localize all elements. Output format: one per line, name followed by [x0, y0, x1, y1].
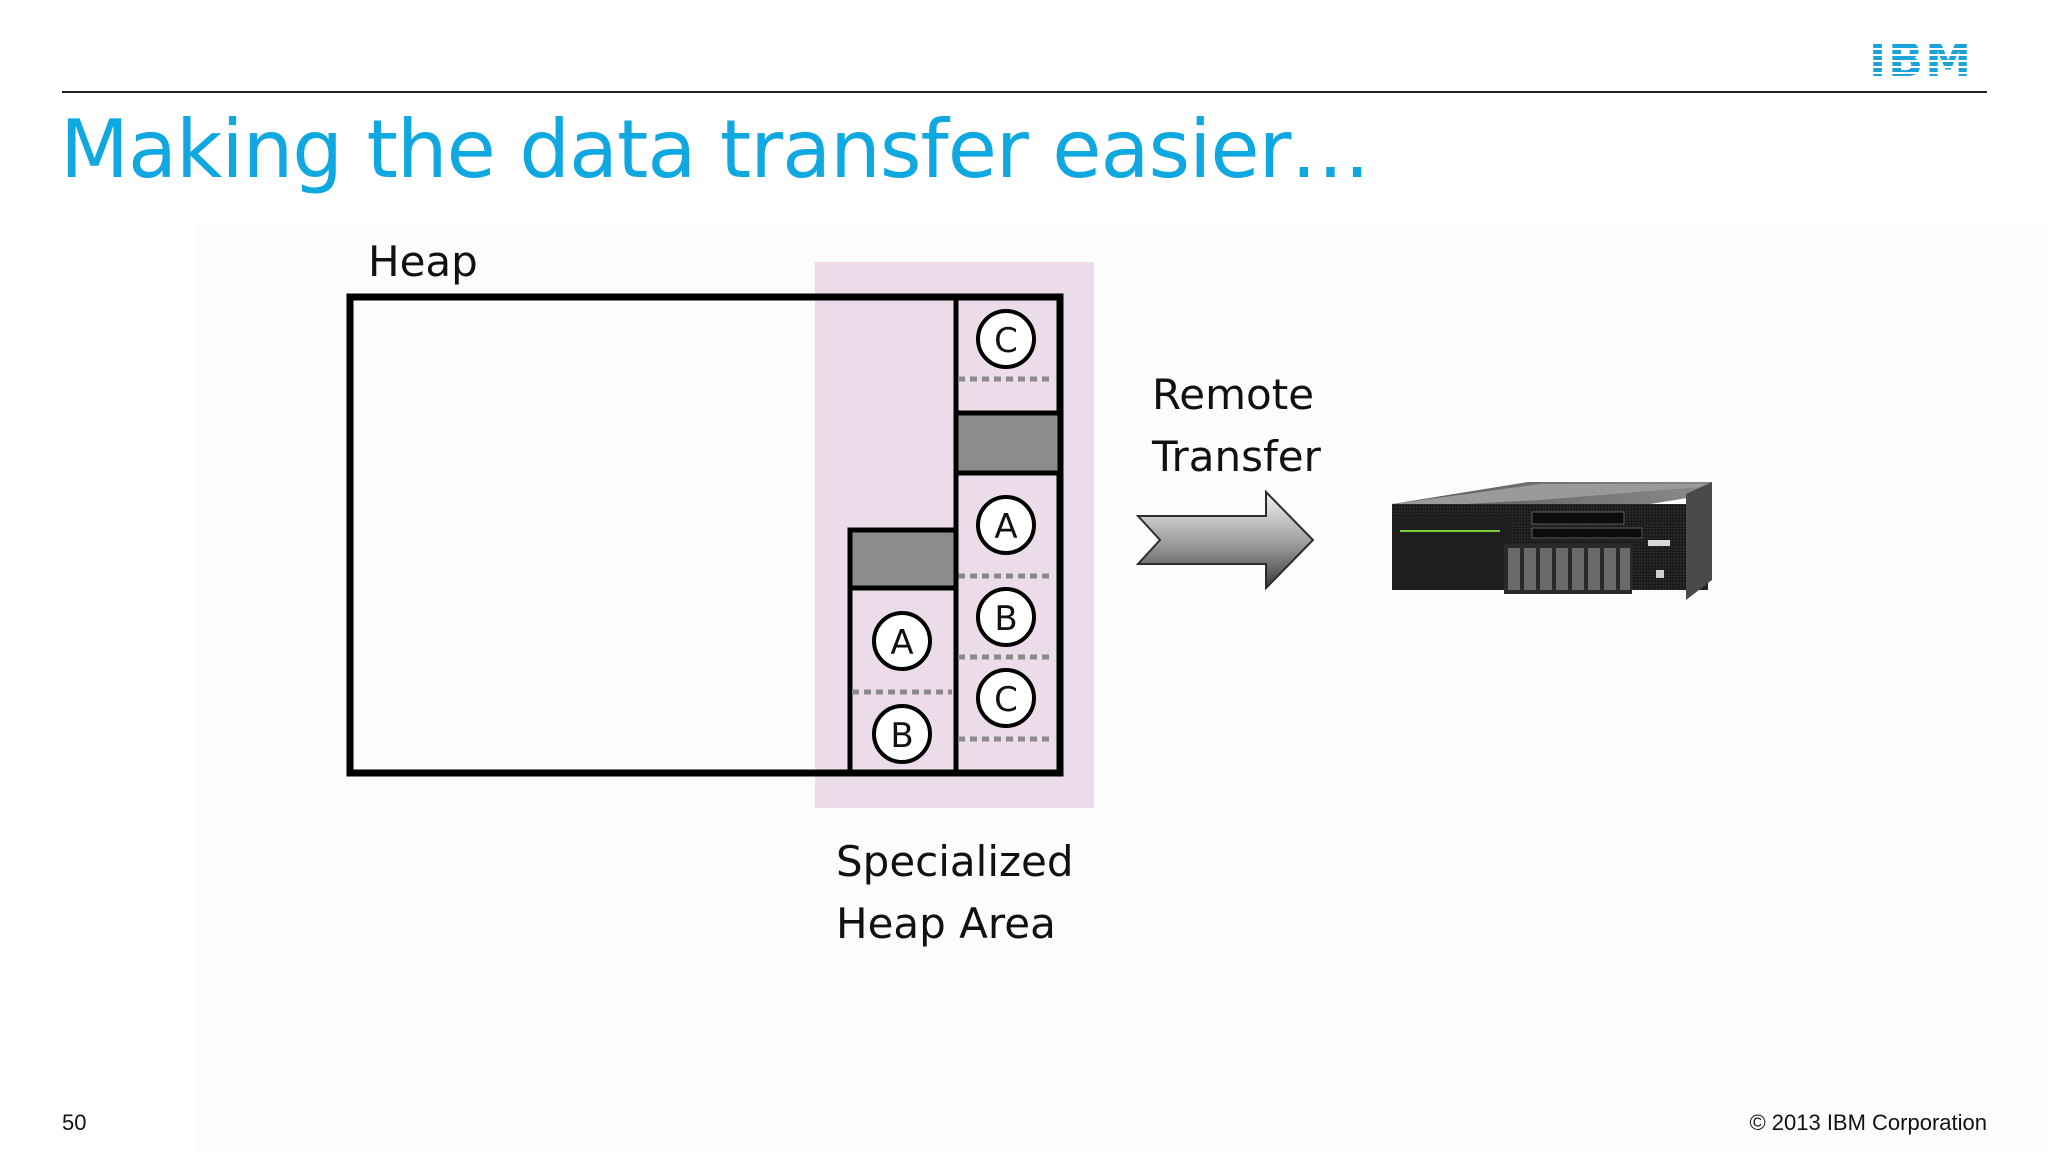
object-label: A — [994, 507, 1017, 547]
slide-number: 50 — [62, 1110, 87, 1135]
remote-transfer-label-line2: Transfer — [1151, 432, 1322, 481]
copyright-notice: © 2013 IBM Corporation — [1749, 1110, 1987, 1135]
ibm-logo-text: IBM — [1869, 38, 1973, 80]
heap-label: Heap — [368, 237, 478, 286]
ibm-logo: IBM — [1869, 38, 1973, 80]
left-separator-block — [847, 527, 959, 591]
rack-server-icon — [1392, 482, 1712, 600]
header-divider — [62, 91, 1987, 93]
content-background — [195, 222, 2048, 1152]
object-label: A — [890, 623, 913, 663]
object-circle-a: A — [872, 611, 932, 671]
arrow-right-icon — [1135, 489, 1315, 591]
object-circle-a: A — [976, 495, 1036, 555]
object-label: C — [994, 321, 1018, 361]
specialized-area-label-line2: Heap Area — [836, 899, 1056, 948]
slide-title: Making the data transfer easier… — [60, 103, 1370, 196]
object-circle-c: C — [976, 668, 1036, 728]
right-separator-block — [953, 410, 1063, 476]
specialized-area-label-line1: Specialized — [836, 837, 1074, 886]
heap-box — [346, 293, 1064, 777]
object-circle-b: B — [872, 704, 932, 764]
object-label: B — [890, 716, 913, 756]
remote-transfer-label-line1: Remote — [1152, 370, 1314, 419]
object-label: B — [994, 599, 1017, 639]
object-label: C — [994, 680, 1018, 720]
object-circle-c: C — [976, 309, 1036, 369]
object-circle-b: B — [976, 587, 1036, 647]
